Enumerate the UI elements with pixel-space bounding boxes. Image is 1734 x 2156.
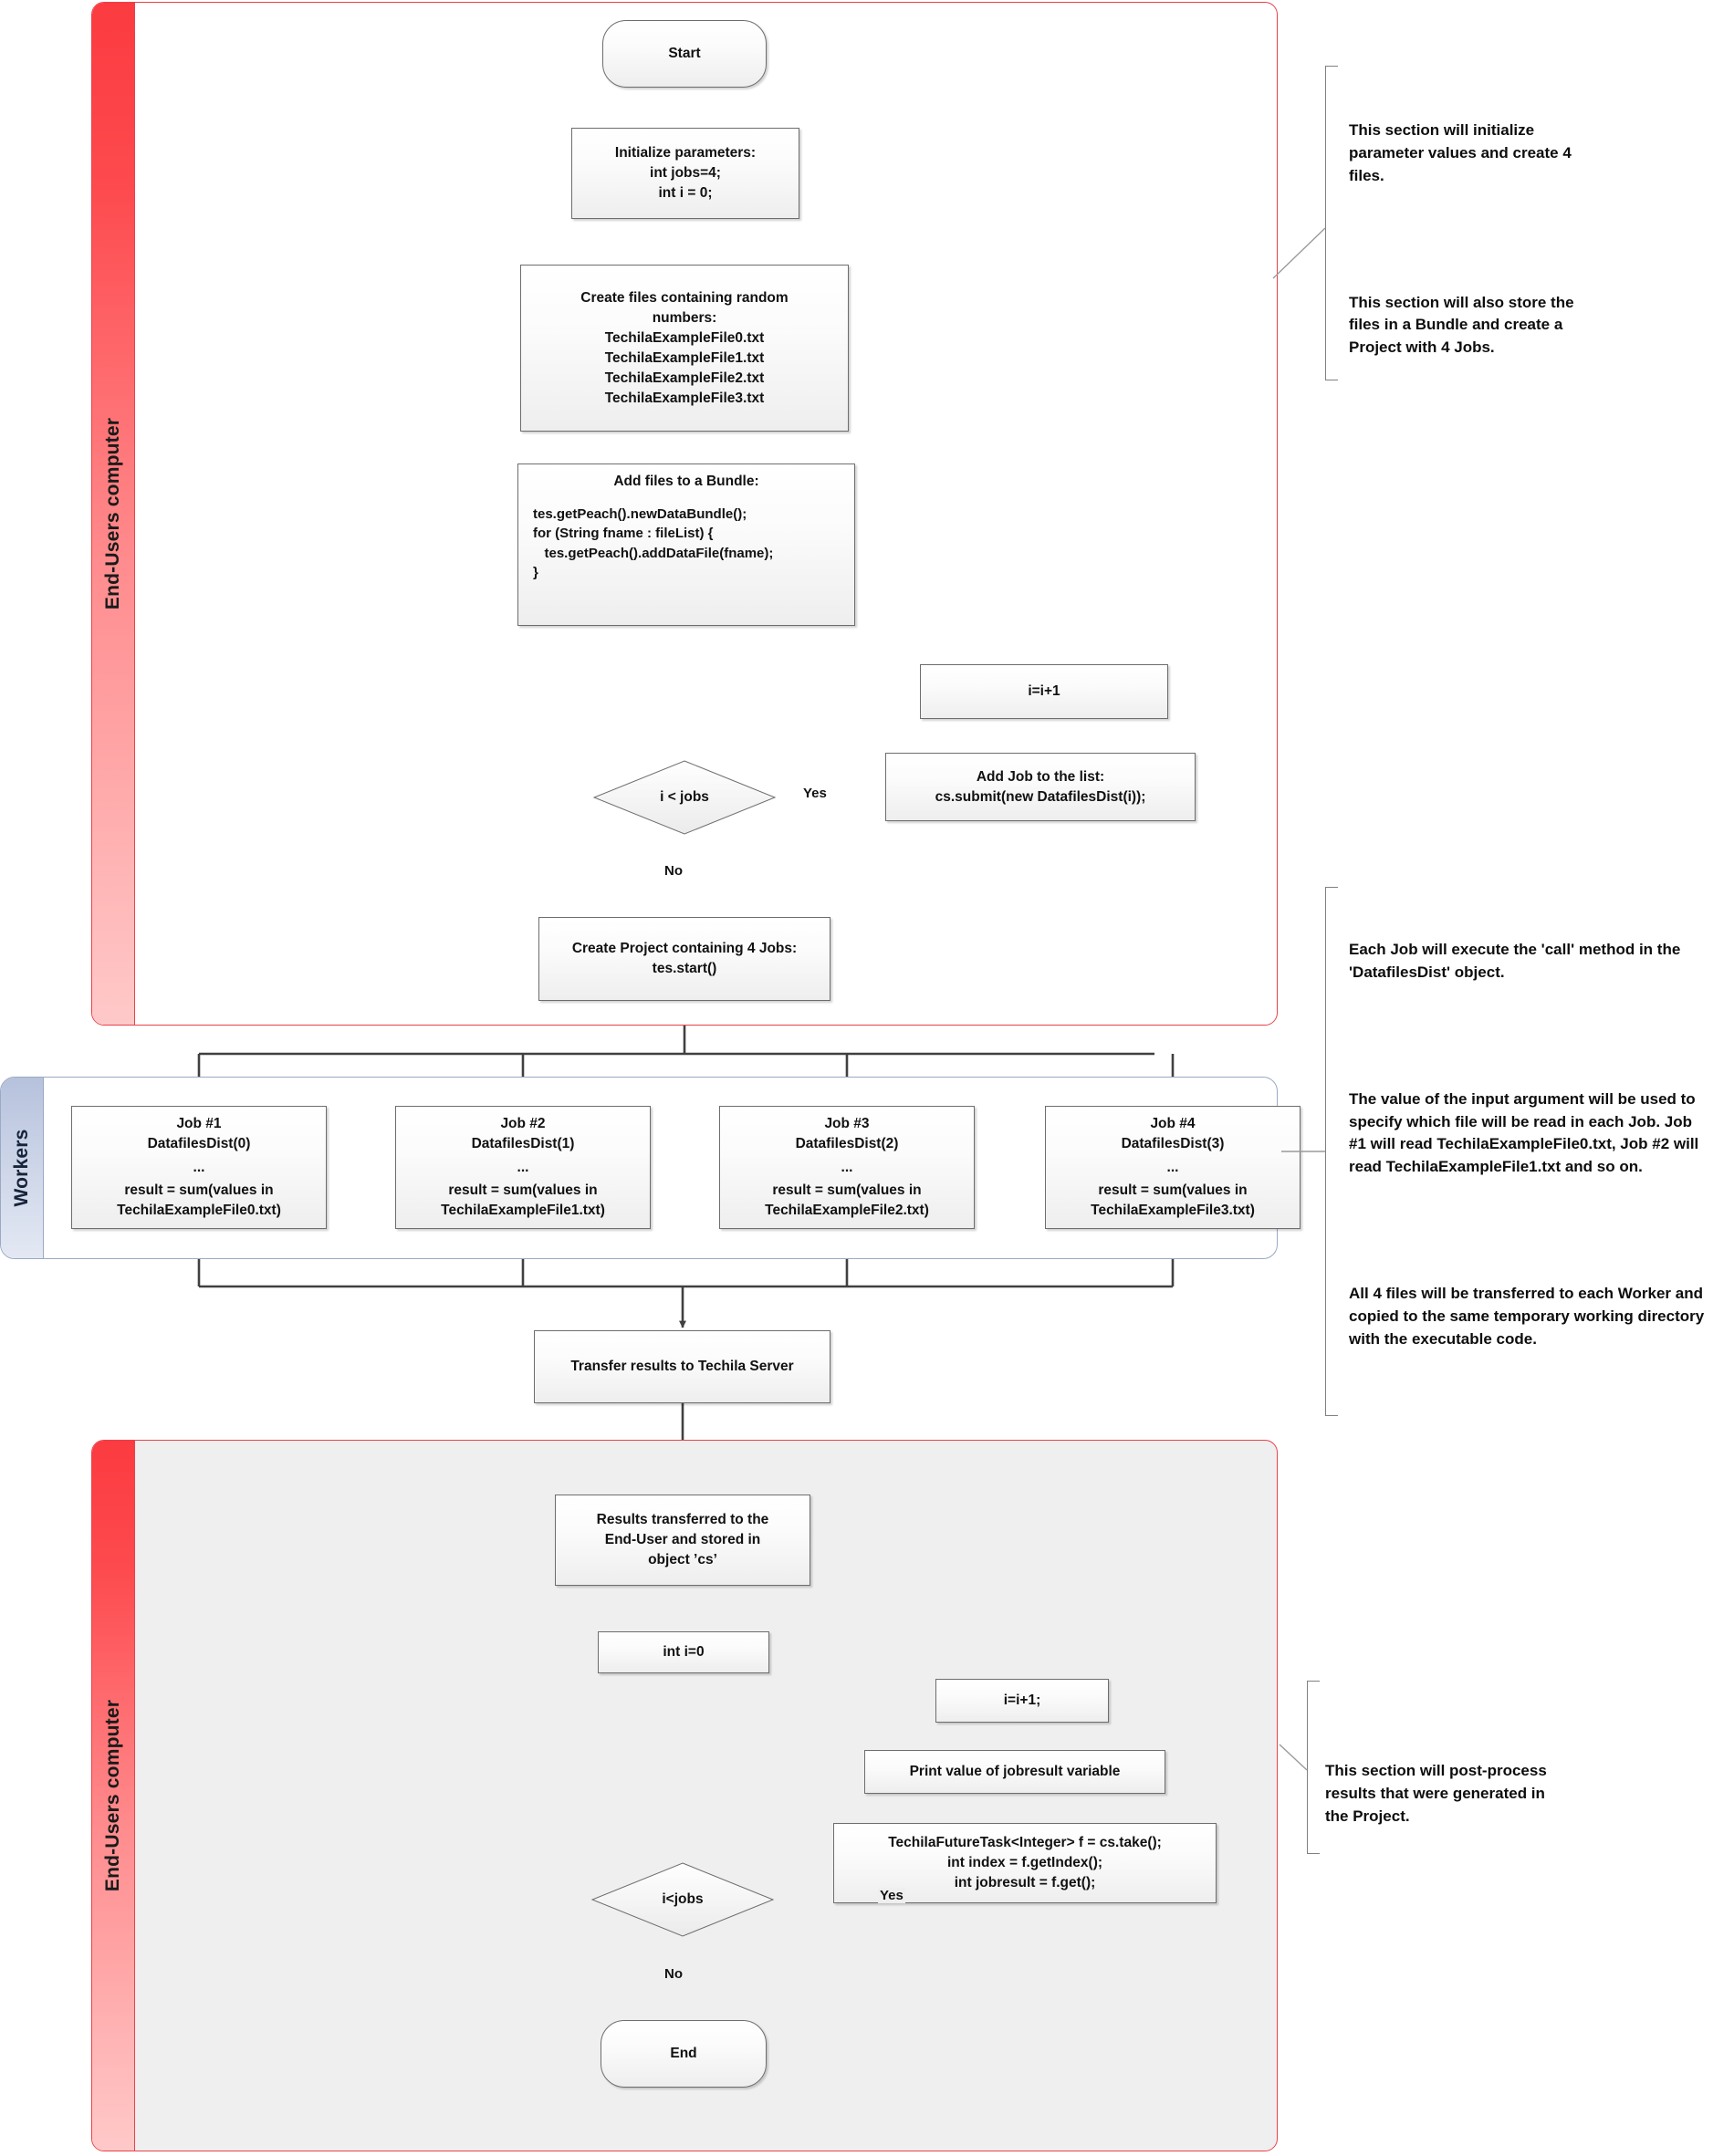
node-print-jobresult-label: Print value of jobresult variable: [909, 1764, 1121, 1779]
job-ellipsis: ...: [193, 1159, 205, 1175]
job-card[interactable]: Job #3 DatafilesDist(2) ... result = sum…: [719, 1106, 975, 1229]
edge-label-yes-top: Yes: [801, 786, 829, 801]
job-call: DatafilesDist(1): [471, 1135, 575, 1151]
annotation-brace-middle: [1325, 887, 1338, 1416]
node-end[interactable]: End: [601, 2020, 767, 2088]
lane-label-workers: Workers: [11, 1129, 32, 1207]
node-print-jobresult[interactable]: Print value of jobresult variable: [864, 1750, 1165, 1794]
node-decision-i-less-jobs-bottom[interactable]: i<jobs: [590, 1862, 775, 1937]
node-decision-i-less-jobs-bottom-label: i<jobs: [662, 1891, 704, 1907]
annotation-bottom-paragraph-1: This section will post-process results t…: [1325, 1762, 1551, 1825]
annotation-top-paragraph-1: This section will initialize parameter v…: [1349, 121, 1576, 184]
node-future-task-label: TechilaFutureTask<Integer> f = cs.take()…: [888, 1835, 1162, 1890]
node-results-stored-label: Results transferred to the End-User and …: [596, 1512, 769, 1568]
lane-label-enduser-top: End-Users computer: [102, 417, 123, 610]
annotation-middle-paragraph-2: The value of the input argument will be …: [1349, 1090, 1704, 1176]
node-add-job-to-list[interactable]: Add Job to the list: cs.submit(new Dataf…: [885, 753, 1196, 821]
job-title: Job #3: [824, 1115, 870, 1131]
edge-label-no-bottom: No: [663, 1966, 684, 1982]
node-add-files-bundle[interactable]: Add files to a Bundle: tes.getPeach().ne…: [517, 463, 855, 626]
job-result-line1: result = sum(values in: [448, 1182, 598, 1199]
lane-label-enduser-bottom: End-Users computer: [102, 1699, 123, 1892]
lane-band-enduser-top: End-Users computer: [92, 3, 135, 1025]
node-results-stored[interactable]: Results transferred to the End-User and …: [555, 1495, 810, 1586]
job-result-line1: result = sum(values in: [1098, 1182, 1248, 1199]
edge-label-no-top: No: [663, 863, 684, 879]
job-title: Job #4: [1150, 1115, 1196, 1131]
annotation-brace-top: [1325, 66, 1338, 380]
node-initialize-parameters-label: Initialize parameters: int jobs=4; int i…: [614, 145, 757, 201]
node-transfer-results-label: Transfer results to Techila Server: [570, 1359, 794, 1374]
job-call: DatafilesDist(0): [147, 1135, 251, 1151]
job-title: Job #2: [500, 1115, 546, 1131]
node-add-files-bundle-code: tes.getPeach().newDataBundle(); for (Str…: [533, 506, 774, 580]
node-int-i-zero-label: int i=0: [663, 1644, 705, 1660]
job-result-line2: TechilaExampleFile3.txt): [1091, 1203, 1255, 1219]
node-add-files-bundle-title: Add files to a Bundle:: [613, 474, 759, 489]
job-result-line2: TechilaExampleFile0.txt): [117, 1203, 281, 1219]
job-call: DatafilesDist(2): [795, 1135, 899, 1151]
job-card[interactable]: Job #4 DatafilesDist(3) ... result = sum…: [1045, 1106, 1300, 1229]
annotation-brace-bottom: [1307, 1681, 1320, 1854]
node-create-files[interactable]: Create files containing random numbers: …: [520, 265, 849, 432]
annotation-bottom: This section will post-process results t…: [1325, 1715, 1553, 1872]
job-ellipsis: ...: [841, 1159, 853, 1175]
job-ellipsis: ...: [1166, 1159, 1179, 1175]
job-card[interactable]: Job #1 DatafilesDist(0) ... result = sum…: [71, 1106, 327, 1229]
node-increment-top[interactable]: i=i+1: [920, 664, 1168, 719]
node-increment-bottom[interactable]: i=i+1;: [935, 1679, 1109, 1723]
job-result-line1: result = sum(values in: [772, 1182, 922, 1199]
job-result-line2: TechilaExampleFile2.txt): [765, 1203, 929, 1219]
node-increment-top-label: i=i+1: [1028, 683, 1060, 699]
job-ellipsis: ...: [517, 1159, 529, 1175]
annotation-middle-paragraph-3: All 4 files will be transferred to each …: [1349, 1285, 1708, 1348]
annotation-top-paragraph-2: This section will also store the files i…: [1349, 293, 1579, 357]
job-call: DatafilesDist(3): [1121, 1135, 1225, 1151]
job-card[interactable]: Job #2 DatafilesDist(1) ... result = sum…: [395, 1106, 651, 1229]
annotation-middle: Each Job will execute the 'call' method …: [1349, 894, 1705, 1395]
lane-band-workers: Workers: [1, 1078, 44, 1258]
node-int-i-zero[interactable]: int i=0: [598, 1631, 769, 1673]
node-decision-i-less-jobs-top[interactable]: i < jobs: [592, 760, 777, 835]
edge-label-yes-bottom: Yes: [878, 1888, 905, 1903]
node-start[interactable]: Start: [602, 20, 767, 88]
job-result-line1: result = sum(values in: [124, 1182, 274, 1199]
job-result-line2: TechilaExampleFile1.txt): [441, 1203, 605, 1219]
node-end-label: End: [670, 2046, 697, 2061]
node-start-label: Start: [668, 46, 701, 61]
node-increment-bottom-label: i=i+1;: [1003, 1693, 1041, 1708]
node-decision-i-less-jobs-top-label: i < jobs: [660, 789, 709, 805]
node-add-job-to-list-label: Add Job to the list: cs.submit(new Dataf…: [935, 768, 1146, 805]
node-transfer-results[interactable]: Transfer results to Techila Server: [534, 1330, 830, 1403]
node-initialize-parameters[interactable]: Initialize parameters: int jobs=4; int i…: [571, 128, 799, 219]
node-create-project[interactable]: Create Project containing 4 Jobs: tes.st…: [538, 917, 830, 1001]
node-create-files-label: Create files containing random numbers: …: [580, 289, 789, 406]
annotation-middle-paragraph-1: Each Job will execute the 'call' method …: [1349, 941, 1686, 981]
annotation-top: This section will initialize parameter v…: [1349, 75, 1582, 404]
node-create-project-label: Create Project containing 4 Jobs: tes.st…: [571, 941, 798, 976]
job-title: Job #1: [176, 1115, 222, 1131]
lane-band-enduser-bottom: End-Users computer: [92, 1441, 135, 2151]
